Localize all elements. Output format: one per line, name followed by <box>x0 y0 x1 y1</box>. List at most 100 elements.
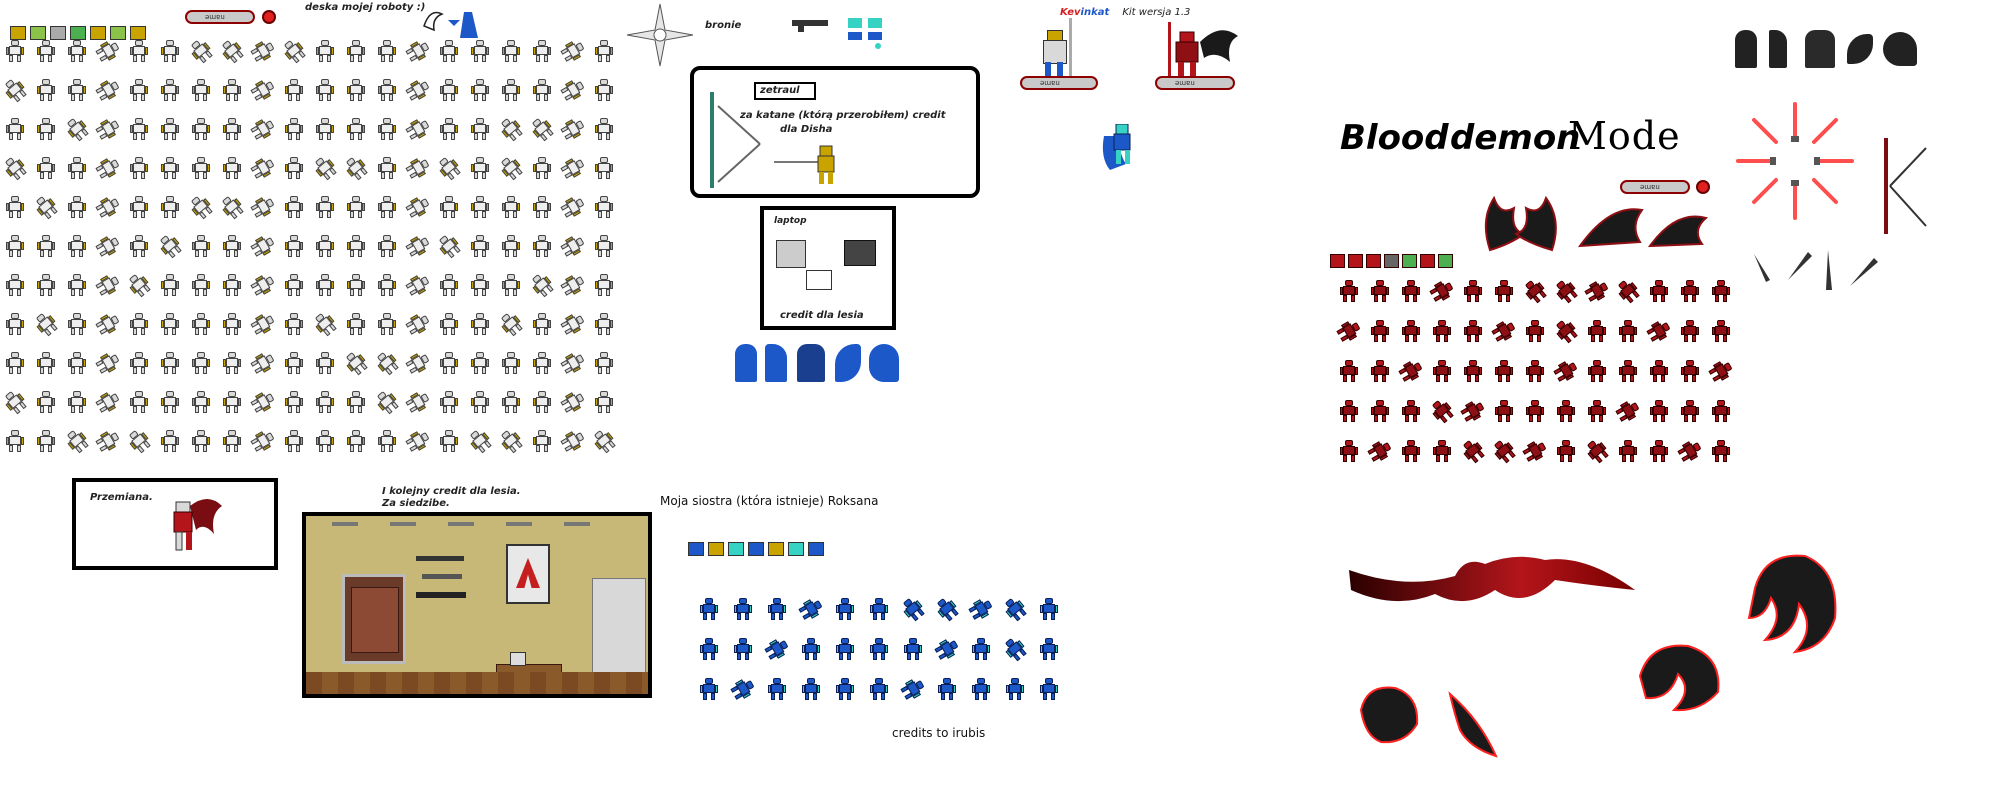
robot-sprite <box>316 391 334 413</box>
robot-sprite <box>1397 358 1425 385</box>
cape-icon <box>1735 30 1757 68</box>
kolejny-credit-label-2: Za siedzibe. <box>382 498 450 509</box>
robot-sprite <box>285 352 303 374</box>
robot-sprite <box>471 118 489 140</box>
weapons-icon <box>792 18 882 49</box>
robot-sprite <box>471 196 489 218</box>
przemiana-label: Przemiana. <box>90 492 153 503</box>
robot-sprite <box>130 196 148 218</box>
robot-sprite <box>347 196 365 218</box>
cape-icon <box>1883 32 1917 66</box>
robot-sprite <box>37 430 55 452</box>
kolejny-credit-label-1: I kolejny credit dla lesia. <box>382 486 521 497</box>
robot-sprite <box>156 232 184 260</box>
robot-sprite <box>870 638 888 660</box>
robot-sprite <box>933 595 961 623</box>
robot-sprite <box>249 311 277 338</box>
robot-sprite <box>68 274 86 296</box>
robot-sprite <box>6 196 24 218</box>
robot-sprite <box>342 349 370 377</box>
robot-sprite <box>802 678 820 700</box>
robot-sprite <box>378 313 396 335</box>
robot-sprite <box>836 598 854 620</box>
laptop-on-desk-icon <box>510 652 526 666</box>
robot-sprite <box>94 116 122 143</box>
robot-sprite <box>435 154 463 182</box>
robot-sprite <box>161 79 179 101</box>
robot-sprite <box>1707 358 1735 385</box>
room-floor <box>306 672 648 694</box>
robot-sprite <box>967 596 995 623</box>
robot-sprite <box>1681 280 1699 302</box>
robot-sprite <box>1366 438 1394 465</box>
robot-sprite <box>528 271 556 299</box>
robot-sprite <box>130 118 148 140</box>
robot-sprite <box>249 233 277 260</box>
robot-sprite <box>502 352 520 374</box>
robot-sprite <box>192 118 210 140</box>
robot-sprite <box>595 391 613 413</box>
robot-sprite <box>435 232 463 260</box>
robot-sprite <box>440 196 458 218</box>
kevinkat-label-a: Kev <box>1060 7 1081 18</box>
robot-sprite <box>502 235 520 257</box>
robot-sprite <box>6 274 24 296</box>
mask-icon <box>90 26 106 40</box>
robot-sprite <box>285 391 303 413</box>
robot-sprite <box>1495 400 1513 422</box>
blue-robot-sprite-gallery <box>700 598 1100 718</box>
robot-sprite <box>94 350 122 377</box>
mask-icon <box>130 26 146 40</box>
robot-sprite <box>161 391 179 413</box>
robot-sprite <box>223 157 241 179</box>
robot-sprite <box>285 235 303 257</box>
robot-sprite <box>595 274 613 296</box>
robot-sprite <box>595 196 613 218</box>
robot-sprite <box>223 430 241 452</box>
robot-sprite <box>1521 277 1549 305</box>
robot-sprite <box>1340 360 1358 382</box>
fridge <box>592 578 646 674</box>
credits-irubis-label: credits to irubis <box>892 726 986 740</box>
robot-sprite <box>37 235 55 257</box>
robot-sprite <box>938 678 956 700</box>
gold-samurai-figure <box>774 145 835 184</box>
mask-icon <box>30 26 46 40</box>
mask-icon <box>1348 254 1363 268</box>
shuriken-icon <box>626 3 694 67</box>
robot-sprite <box>94 233 122 260</box>
robot-sprite <box>1650 280 1668 302</box>
robot-sprite <box>125 427 153 455</box>
robot-sprite <box>192 391 210 413</box>
robot-sprite <box>904 638 922 660</box>
laptop-credit-box: laptop credit dla lesia <box>760 206 896 330</box>
mask-icon <box>1384 254 1399 268</box>
robot-sprite <box>700 678 718 700</box>
robot-sprite <box>404 350 432 377</box>
robot-sprite <box>68 157 86 179</box>
robot-sprite <box>404 194 432 221</box>
robot-sprite <box>768 678 786 700</box>
robot-sprite <box>471 235 489 257</box>
robot-sprite <box>1495 280 1513 302</box>
robot-sprite <box>223 79 241 101</box>
robot-sprite <box>1650 360 1668 382</box>
robot-sprite <box>347 313 365 335</box>
robot-sprite <box>1006 678 1024 700</box>
robot-sprite <box>1001 595 1029 623</box>
robot-sprite <box>1040 598 1058 620</box>
robot-sprite <box>378 79 396 101</box>
robot-sprite <box>68 313 86 335</box>
robot-sprite <box>316 40 334 62</box>
robot-sprite <box>94 311 122 338</box>
mask-icon <box>1420 254 1435 268</box>
laptop-icon <box>776 240 806 268</box>
dark-blades-icon <box>1754 250 1878 290</box>
robot-sprite <box>161 157 179 179</box>
bronie-label: bronie <box>705 20 742 31</box>
laptop-icon <box>844 240 876 266</box>
robot-sprite <box>1676 438 1704 465</box>
robot-sprite <box>471 313 489 335</box>
robot-sprite <box>404 272 432 299</box>
